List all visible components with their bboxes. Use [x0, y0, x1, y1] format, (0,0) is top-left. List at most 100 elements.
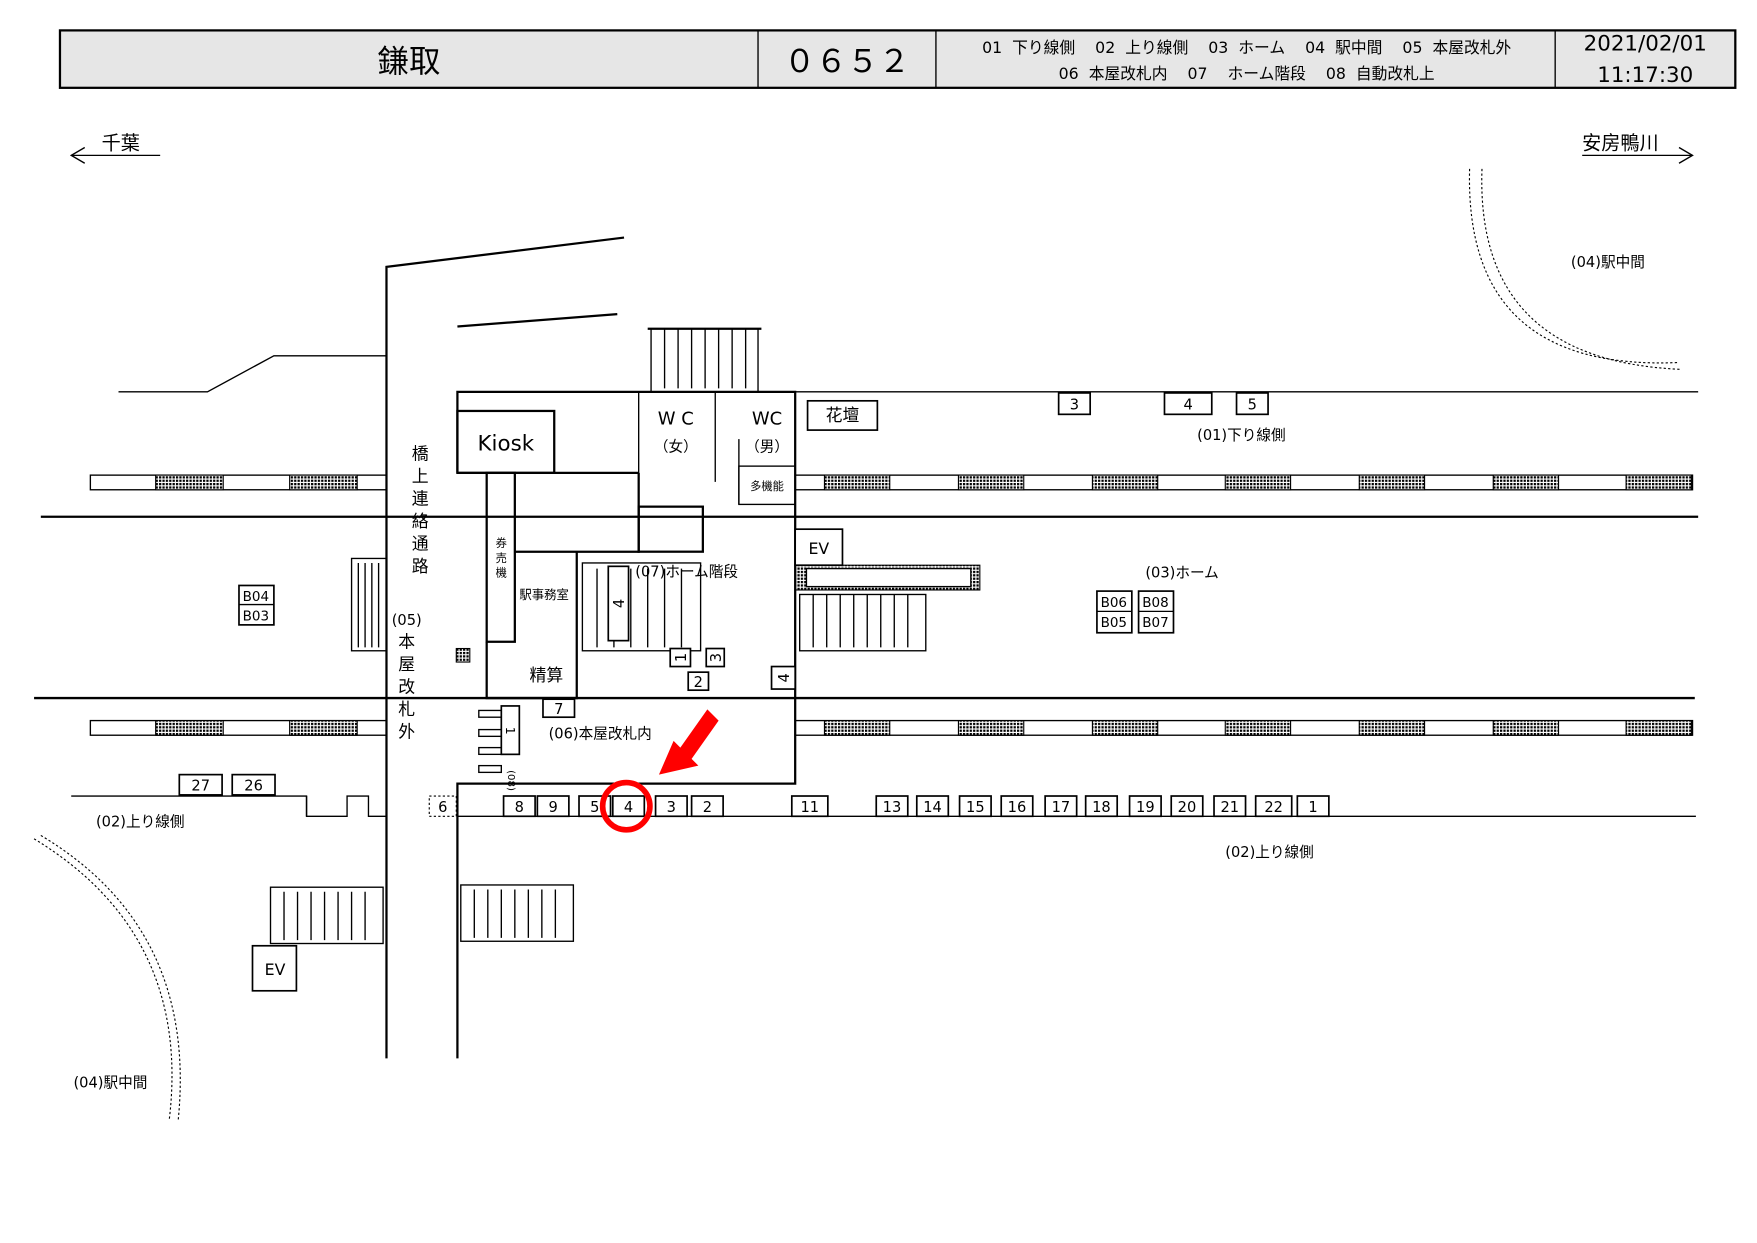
ad-board-number: 26 — [244, 777, 263, 794]
svg-text:駅事務室: 駅事務室 — [519, 587, 569, 602]
station-code: ０６５２ — [784, 44, 910, 80]
legend-line-2: 06 本屋改札内 07 ホーム階段 08 自動改札上 — [1059, 64, 1435, 83]
ad-board-number: 8 — [515, 799, 524, 816]
ad-board — [690, 795, 724, 818]
elevator — [251, 944, 298, 992]
ad-board-number: 14 — [923, 799, 942, 816]
ad-board — [705, 647, 726, 668]
ad-board — [770, 665, 797, 690]
ad-board-number: 11 — [801, 799, 820, 816]
tactile-strips — [155, 474, 1692, 736]
ad-board — [687, 671, 710, 692]
area-01: (01)下り線側 — [1197, 427, 1286, 444]
legend-line-1: 01 下り線側 02 上り線側 03 ホーム 04 駅中間 05 本屋改札外 — [982, 38, 1511, 57]
ad-board-number: 2 — [694, 674, 703, 691]
svg-text:EV: EV — [265, 960, 286, 979]
svg-text:改: 改 — [398, 676, 415, 696]
ad-board-number: 4 — [624, 799, 633, 816]
ad-board — [1057, 392, 1092, 416]
ad-board — [607, 565, 630, 642]
svg-text:連: 連 — [412, 488, 429, 508]
ad-board — [1163, 392, 1213, 416]
ad-board-number: 3 — [667, 799, 676, 816]
svg-text:1: 1 — [503, 727, 517, 735]
station-name: 鎌取 — [377, 44, 440, 80]
ad-board — [231, 773, 276, 796]
ad-board — [1170, 795, 1204, 818]
ad-board-number: 1 — [673, 653, 690, 662]
ad-board-number: 16 — [1008, 799, 1027, 816]
svg-text:（女）: （女） — [654, 437, 698, 455]
ad-board-number: 7 — [554, 701, 563, 718]
ad-board — [669, 647, 692, 668]
ad-board — [542, 698, 576, 719]
svg-text:B04: B04 — [243, 589, 269, 605]
svg-text:券: 券 — [496, 536, 507, 550]
ad-board — [611, 795, 646, 818]
ad-board — [1000, 795, 1034, 818]
svg-text:千葉: 千葉 — [102, 132, 140, 155]
ad-board-number: 2 — [703, 799, 712, 816]
red-arrow-icon — [658, 709, 719, 775]
svg-text:売: 売 — [496, 552, 507, 565]
svg-text:橋: 橋 — [412, 443, 429, 463]
area-07: (07)ホーム階段 — [635, 563, 738, 580]
elevator — [794, 528, 844, 567]
svg-text:札: 札 — [398, 699, 415, 719]
stairs — [269, 327, 981, 945]
ad-board-number: 15 — [966, 799, 985, 816]
svg-text:(05): (05) — [392, 612, 422, 629]
area-03: (03)ホーム — [1145, 565, 1218, 582]
ad-board — [178, 773, 223, 796]
ad-board-number: 5 — [1248, 396, 1257, 413]
direction-left: 千葉 — [69, 132, 161, 164]
area-04-right: (04)駅中間 — [1571, 254, 1645, 271]
station-building: Kiosk W C （女） WC （男） 多機能 券売機 駅事務室 精算 — [455, 390, 797, 1059]
svg-text:絡: 絡 — [412, 511, 429, 531]
header-bar: 鎌取 ０６５２ 01 下り線側 02 上り線側 03 ホーム 04 駅中間 05… — [58, 29, 1737, 89]
ad-board — [958, 795, 992, 818]
ad-board — [790, 795, 829, 818]
area-02-left: (02)上り線側 — [96, 813, 185, 830]
area-06: (06)本屋改札内 — [549, 726, 652, 743]
ad-board — [536, 795, 570, 818]
svg-text:外: 外 — [398, 721, 415, 741]
ad-board-number: 22 — [1264, 799, 1283, 816]
svg-text:B08: B08 — [1142, 595, 1168, 611]
ad-board-number: 17 — [1052, 799, 1071, 816]
ticket-gate: 1 — [478, 705, 521, 774]
ad-board-number: 4 — [1183, 396, 1192, 413]
ad-board-number: 6 — [438, 799, 447, 816]
ad-board — [654, 795, 688, 818]
svg-text:B06: B06 — [1101, 595, 1127, 611]
svg-text:精算: 精算 — [529, 665, 563, 685]
svg-text:Kiosk: Kiosk — [478, 431, 535, 456]
path-curve — [1469, 168, 1678, 364]
ad-board-number: 3 — [708, 653, 725, 662]
svg-text:B07: B07 — [1142, 615, 1168, 631]
area-02-right: (02)上り線側 — [1225, 844, 1314, 861]
ad-board — [1128, 795, 1162, 818]
ad-board-number: 20 — [1178, 799, 1197, 816]
ad-board — [1235, 392, 1269, 416]
svg-text:EV: EV — [808, 539, 829, 558]
date: 2021/02/01 — [1584, 32, 1707, 57]
ad-board — [502, 795, 536, 818]
flower-bed-label: 花壇 — [826, 405, 860, 425]
ad-board — [875, 795, 909, 818]
svg-text:多機能: 多機能 — [750, 479, 784, 493]
ad-board-number: 19 — [1136, 799, 1155, 816]
ad-board-number: 9 — [548, 799, 557, 816]
time: 11:17:30 — [1597, 63, 1693, 88]
ad-board-number: 5 — [590, 799, 599, 816]
ad-board — [428, 795, 457, 817]
svg-text:上: 上 — [412, 466, 429, 486]
ad-board-number: 3 — [1070, 396, 1079, 413]
svg-text:W C: W C — [658, 408, 694, 429]
ad-board — [1084, 795, 1119, 818]
area-05-label: (05) 本屋改札外 — [392, 612, 422, 742]
